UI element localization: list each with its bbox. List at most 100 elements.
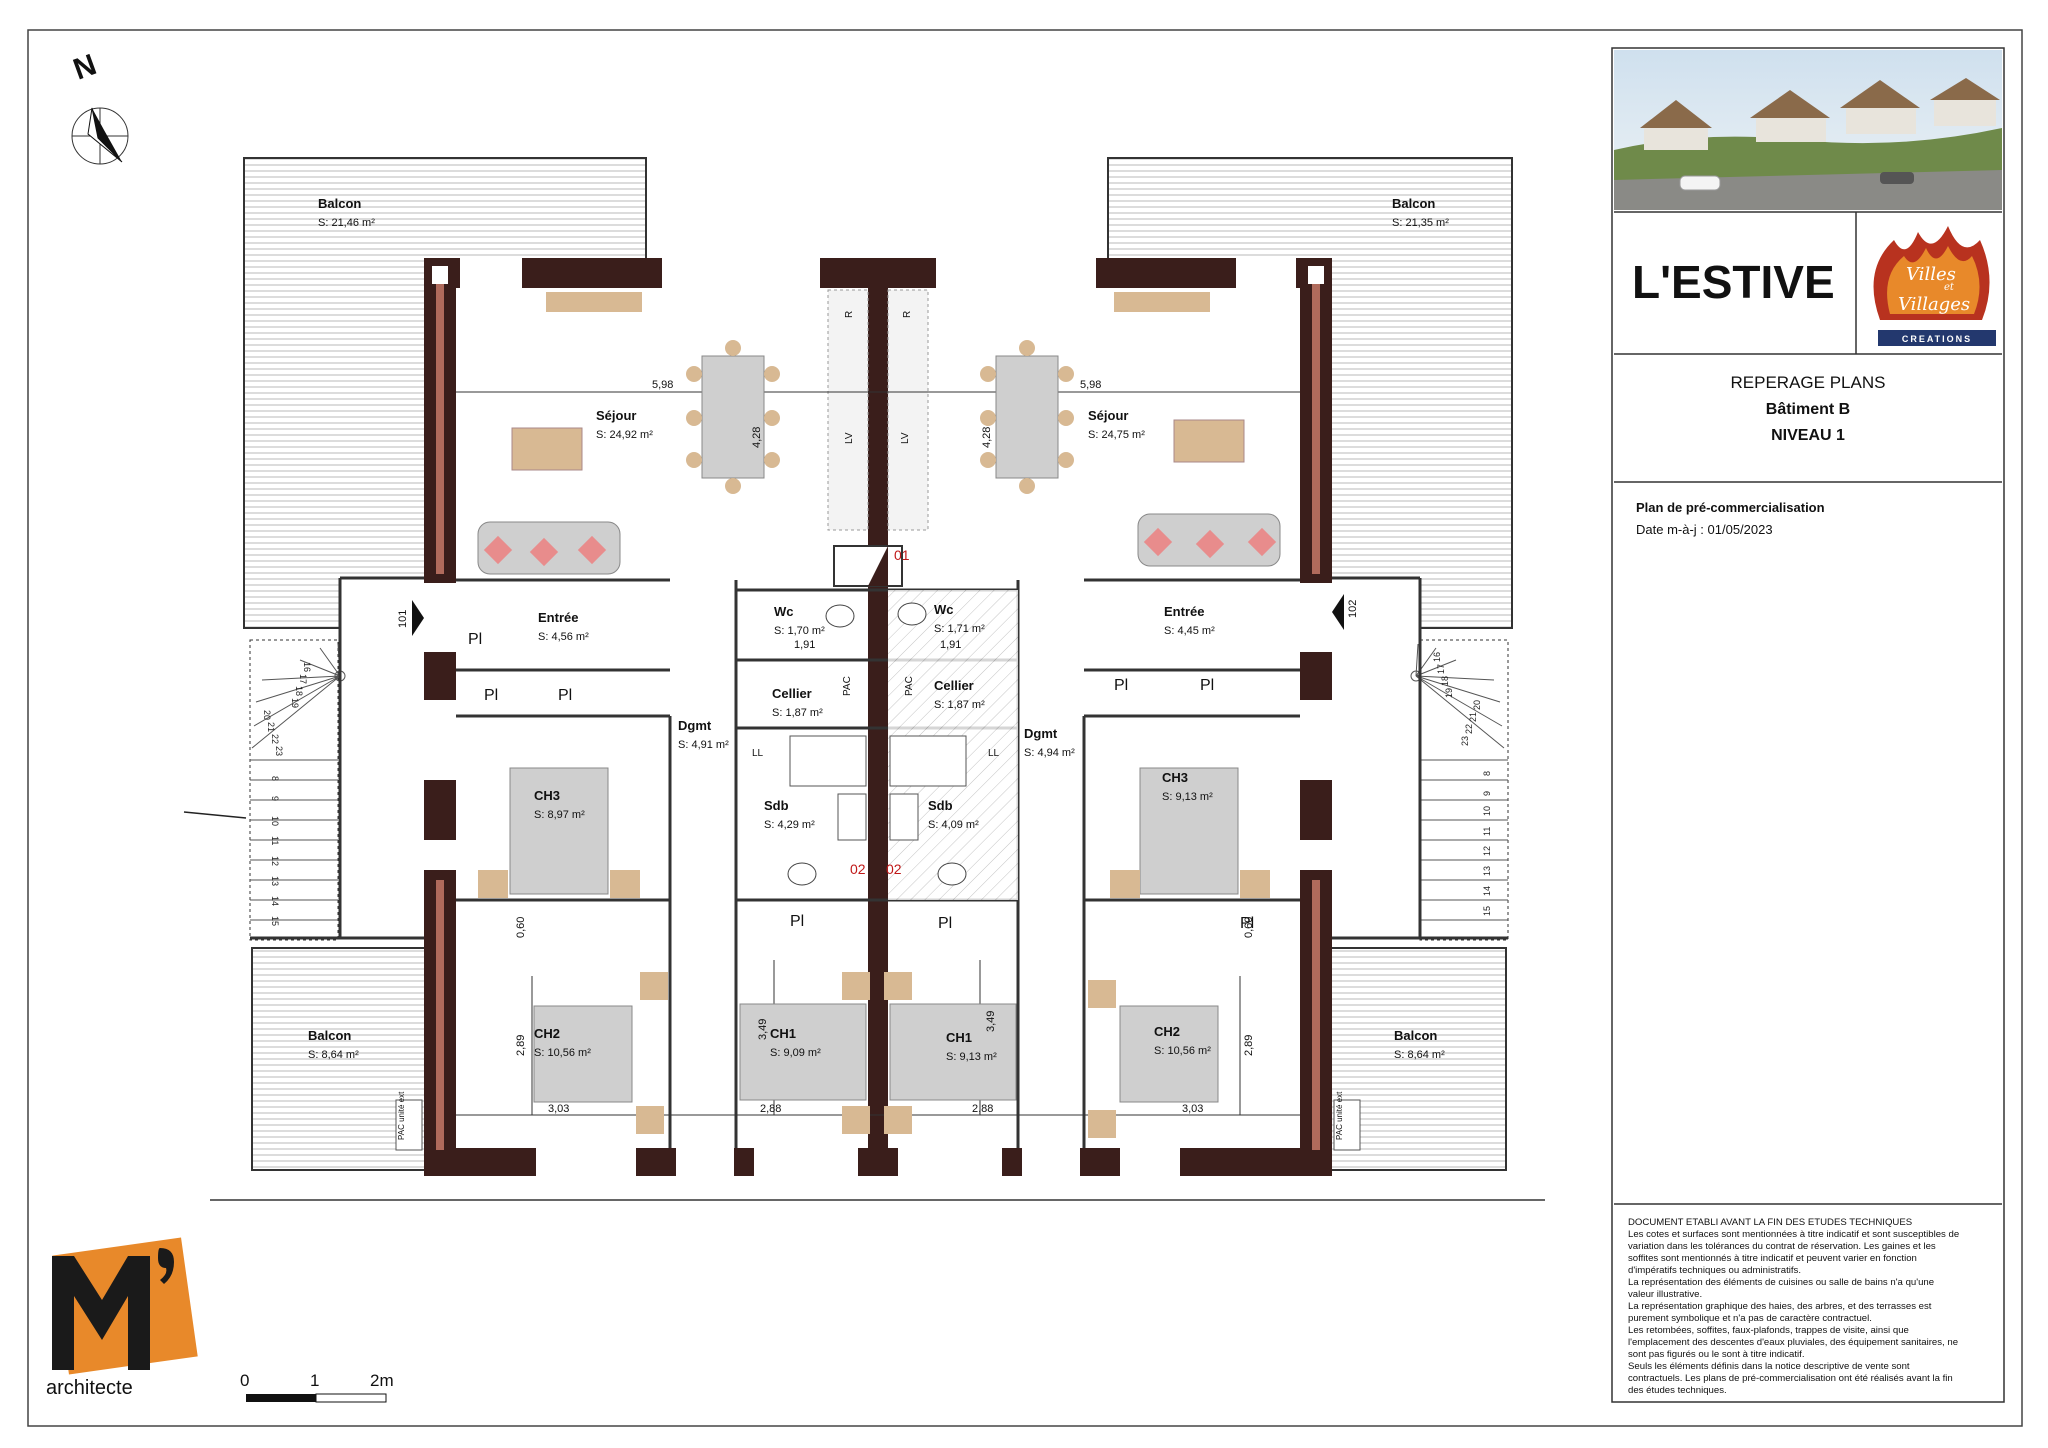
stair-step-number: 19 [290, 698, 300, 708]
pac-unit-west [395, 1099, 423, 1151]
room-area: S: 8,97 m² [534, 809, 585, 821]
lv-label: LV [844, 432, 855, 444]
dimension-label: 0,60 [515, 917, 527, 938]
disclaimer-notes: DOCUMENT ETABLI AVANT LA FIN DES ETUDES … [1628, 1217, 2000, 1397]
room-name: CH2 [534, 1026, 560, 1041]
room-name: CH3 [1162, 770, 1188, 785]
room-area: S: 4,45 m² [1164, 625, 1215, 637]
project-render-image [1614, 50, 2002, 210]
dimension-label: 1,91 [794, 639, 815, 651]
project-name: L'ESTIVE [1632, 256, 1835, 308]
note-line: DOCUMENT ETABLI AVANT LA FIN DES ETUDES … [1628, 1217, 1913, 1228]
dimension-label: 5,98 [1080, 379, 1101, 391]
stair-step-number: 13 [270, 876, 280, 886]
pac-ext-label: PAC unité ext [1335, 1091, 1344, 1140]
fixture-labels: Pl Pl Pl Pl Pl Pl Pl Pl LL LL LV LV R R … [397, 311, 1359, 1140]
stair-step-number: 18 [1440, 676, 1450, 686]
svg-text:2m: 2m [370, 1371, 394, 1390]
room-name: Balcon [1392, 196, 1435, 211]
unit-entry-arrow-left [412, 600, 424, 636]
stair-step-number: 10 [1482, 806, 1492, 816]
stair-step-number: 8 [1482, 771, 1492, 776]
room-area: S: 4,29 m² [764, 819, 815, 831]
room-area: S: 9,13 m² [1162, 791, 1213, 803]
room-area: S: 10,56 m² [1154, 1045, 1211, 1057]
room-name: Balcon [318, 196, 361, 211]
room-area: S: 1,87 m² [772, 707, 823, 719]
dimension-label: 3,03 [1182, 1103, 1203, 1115]
placard-label: Pl [1240, 915, 1254, 932]
stair-step-number: 21 [266, 722, 276, 732]
note-line: Les retombées, soffites, faux-plafonds, … [1628, 1325, 1909, 1336]
room-name: Wc [774, 604, 794, 619]
stair-left [249, 639, 346, 941]
dimension-label: 2,88 [972, 1103, 993, 1115]
stair-step-number: 17 [298, 674, 308, 684]
stair-step-number: 11 [1482, 827, 1492, 836]
stair-step-number: 22 [1464, 724, 1474, 734]
placard-label: Pl [558, 687, 572, 704]
level-label: NIVEAU 1 [1771, 427, 1845, 444]
dimension-label: 1,91 [940, 639, 961, 651]
north-arrow-icon [71, 107, 129, 165]
stair-step-number: 16 [302, 662, 312, 672]
placard-label: Pl [938, 915, 952, 932]
stair-step-number: 23 [274, 746, 284, 756]
dimension-label: 2,89 [515, 1035, 527, 1056]
room-area: S: 21,46 m² [318, 217, 375, 229]
room-area: S: 9,13 m² [946, 1051, 997, 1063]
room-area: S: 4,09 m² [928, 819, 979, 831]
pac-ext-label: PAC unité ext [397, 1091, 406, 1140]
stair-step-number: 8 [270, 776, 280, 781]
svg-text:CREATIONS: CREATIONS [1902, 334, 1972, 344]
fridge-label: R [902, 311, 913, 318]
room-name: Cellier [772, 686, 812, 701]
unit-number: 102 [1347, 600, 1359, 618]
svg-text:et: et [1944, 282, 1955, 293]
room-name: Wc [934, 602, 954, 617]
dimension-label: 4,28 [751, 427, 763, 448]
dimension-label: 2,88 [760, 1103, 781, 1115]
room-area: S: 8,64 m² [1394, 1049, 1445, 1061]
room-name: Dgmt [678, 718, 712, 733]
placard-label: Pl [1114, 677, 1128, 694]
pac-label: PAC [842, 676, 853, 696]
architect-name: architecte [46, 1377, 133, 1399]
room-area: S: 4,94 m² [1024, 747, 1075, 759]
room-area: S: 4,56 m² [538, 631, 589, 643]
dimension-label: 3,49 [757, 1019, 769, 1040]
title-block: L'ESTIVE Villes et Villages CREATIONS RE… [1611, 47, 2005, 1403]
ll-label: LL [988, 748, 1000, 759]
note-line: valeur illustrative. [1628, 1289, 1703, 1300]
svg-text:0: 0 [240, 1371, 249, 1390]
dimension-label: 2,89 [1243, 1035, 1255, 1056]
stair-step-number: 10 [270, 816, 280, 826]
scale-bar: 0 1 2m [240, 1371, 394, 1403]
room-area: S: 4,91 m² [678, 739, 729, 751]
furniture [477, 292, 1281, 1138]
room-name: Balcon [1394, 1028, 1437, 1043]
note-line: purement symbolique et n'a pas de caract… [1628, 1313, 1872, 1324]
pac-unit-east [1333, 1099, 1361, 1151]
placard-label: Pl [484, 687, 498, 704]
lv-label: LV [900, 432, 911, 444]
date-label: Date m-à-j : 01/05/2023 [1636, 522, 1773, 537]
room-name: Sdb [764, 798, 789, 813]
stair-step-number: 23 [1460, 736, 1470, 746]
dimension-label: 5,98 [652, 379, 673, 391]
stage-label: Plan de pré-commercialisation [1636, 500, 1825, 515]
fridge-label: R [844, 311, 855, 318]
stair-step-number: 15 [1482, 906, 1492, 916]
room-area: S: 8,64 m² [308, 1049, 359, 1061]
dimension-label: 3,03 [548, 1103, 569, 1115]
room-name: CH3 [534, 788, 560, 803]
stair-step-number: 13 [1482, 866, 1492, 876]
svg-text:Villes: Villes [1906, 264, 1956, 285]
note-line: des études techniques. [1628, 1385, 1727, 1396]
room-name: Entrée [538, 610, 578, 625]
stair-step-number: 9 [270, 796, 280, 801]
sheet-border [27, 29, 2023, 1427]
stair-step-number: 17 [1436, 664, 1446, 674]
